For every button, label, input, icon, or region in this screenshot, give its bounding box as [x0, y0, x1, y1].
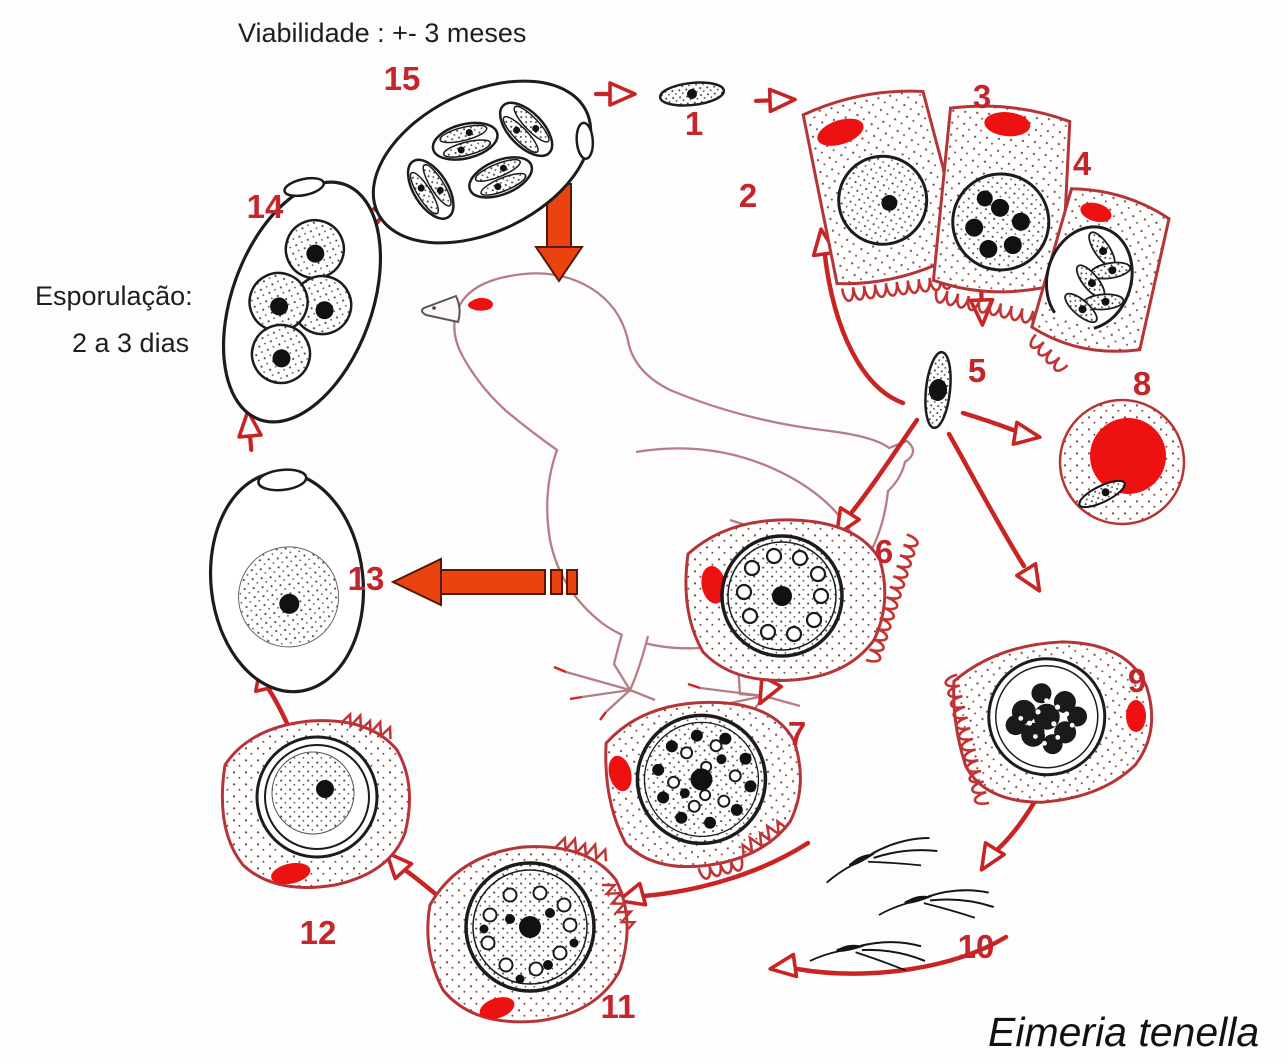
stage-2-cell-trophozoite: [801, 89, 977, 303]
stage-15-sporulated-oocyst: [371, 79, 595, 245]
stage-label-15: 15: [384, 60, 421, 97]
chicken-front-leg: [612, 633, 650, 693]
stage-label-12: 12: [300, 914, 337, 951]
excretion-arrow: [390, 557, 578, 607]
host-nucleus: [608, 755, 632, 792]
host-nucleus: [984, 112, 1031, 137]
stage-label-6: 6: [875, 533, 893, 570]
chicken-beak: [420, 294, 461, 324]
arrow-7-to-11: [641, 840, 811, 899]
chicken-beak-dot: [432, 306, 436, 310]
stage-label-8: 8: [1133, 365, 1151, 402]
host-nucleus: [1126, 700, 1146, 732]
stage-11-zygote-cell: [426, 833, 640, 1024]
stage-4-cell-merozoites: [1026, 187, 1171, 376]
stage-label-3: 3: [973, 78, 991, 115]
arrow-5-to-9: [946, 431, 1027, 569]
stage-6-macrogametocyte-cell: [684, 518, 921, 682]
arrow-1-to-2: [756, 89, 796, 112]
stage-1-sporozoite: [658, 81, 726, 107]
stage-13-unsporulated-oocyst: [208, 468, 366, 694]
stage-14-sporulating-oocyst: [221, 176, 383, 424]
stage-label-2: 2: [739, 177, 757, 214]
stage-12-oocyst-in-cell: [220, 709, 411, 889]
arrow-5-to-2: [822, 253, 906, 406]
host-nucleus: [1080, 202, 1112, 223]
stage-label-1: 1: [685, 105, 703, 142]
stage-8-blood-cell: [1058, 398, 1186, 526]
stage-label-11: 11: [601, 988, 636, 1025]
viability-caption: Viabilidade : +- 3 meses: [238, 18, 526, 48]
stage-label-4: 4: [1073, 145, 1092, 182]
arrow-5-to-6: [849, 417, 920, 515]
stage-7-microgametocyte-cell: [604, 700, 802, 882]
stage-3-cell-schizont: [931, 104, 1072, 333]
stage-label-5: 5: [968, 352, 986, 389]
host-nucleus: [271, 862, 311, 885]
stage-label-10: 10: [958, 928, 995, 965]
stage-label-13: 13: [348, 560, 385, 597]
host-nucleus: [701, 565, 726, 604]
arrow-15-to-1: [596, 83, 635, 105]
species-title: Eimeria tenella: [988, 1009, 1259, 1055]
stage-label-9: 9: [1128, 662, 1146, 699]
stage-label-7: 7: [788, 715, 806, 752]
cycle-arrows: [265, 253, 1042, 976]
chicken-front-foot: [565, 670, 656, 713]
chicken-eye: [468, 297, 493, 311]
stage-5-merozoite: [924, 350, 952, 430]
chicken-rear-foot: [699, 686, 801, 719]
stage-9-mature-microgametocyte-cell: [943, 640, 1154, 808]
sporulation-caption-line1: Esporulação:: [35, 281, 193, 311]
arrow-5-to-8: [960, 410, 1016, 433]
host-nucleus: [817, 118, 864, 146]
stage-label-14: 14: [247, 188, 284, 225]
sporulation-caption-line2: 2 a 3 dias: [72, 328, 189, 358]
arrow-10-to-11: [794, 934, 1009, 976]
host-nucleus: [479, 997, 515, 1020]
